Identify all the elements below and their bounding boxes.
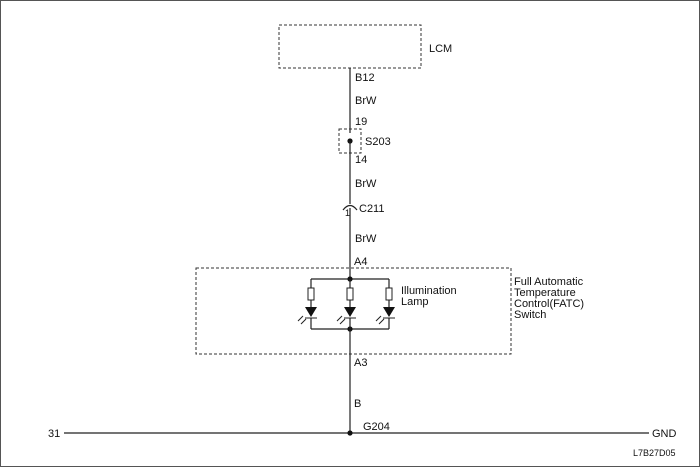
wire-color-brw-2: BrW <box>355 178 377 190</box>
c211-connector-symbol <box>342 204 358 211</box>
illumination-lamp-3 <box>375 279 395 329</box>
bus-right-label: GND <box>652 428 677 440</box>
s203-pin-14: 14 <box>355 154 367 166</box>
wire-color-b: B <box>354 398 361 410</box>
lcm-label: LCM <box>429 43 452 55</box>
bus-left-label: 31 <box>48 428 60 440</box>
wire-color-brw-1: BrW <box>355 95 377 107</box>
illumination-lamp-1 <box>297 279 317 329</box>
pin-a4-label: A4 <box>354 256 367 268</box>
c211-label: C211 <box>359 203 384 215</box>
fatc-label-line-4: Switch <box>514 309 546 321</box>
lcm-module-box <box>278 24 422 69</box>
g204-label: G204 <box>363 421 390 433</box>
g204-junction <box>347 430 353 436</box>
c211-pin-1: 1 <box>345 208 350 218</box>
fatc-label-line-1: Full Automatic <box>514 276 584 288</box>
illumination-lamp-label: Illumination Lamp <box>401 285 460 308</box>
fatc-label-line-3: Control(FATC) <box>514 298 584 310</box>
fatc-switch-box <box>195 267 512 355</box>
pin-a3-label: A3 <box>354 357 367 369</box>
s203-pin-19: 19 <box>355 116 367 128</box>
pin-b12-label: B12 <box>355 72 375 84</box>
fatc-label-line-2: Temperature <box>514 287 576 299</box>
illumination-lamp-2 <box>336 279 356 329</box>
fatc-label: Full Automatic Temperature Control(FATC)… <box>514 276 587 321</box>
s203-label: S203 <box>365 136 391 148</box>
illumination-label-line-1: Illumination <box>401 285 457 297</box>
wire-color-brw-3: BrW <box>355 233 377 245</box>
figure-id-label: L7B27D05 <box>633 448 676 458</box>
illumination-label-line-2: Lamp <box>401 296 429 308</box>
